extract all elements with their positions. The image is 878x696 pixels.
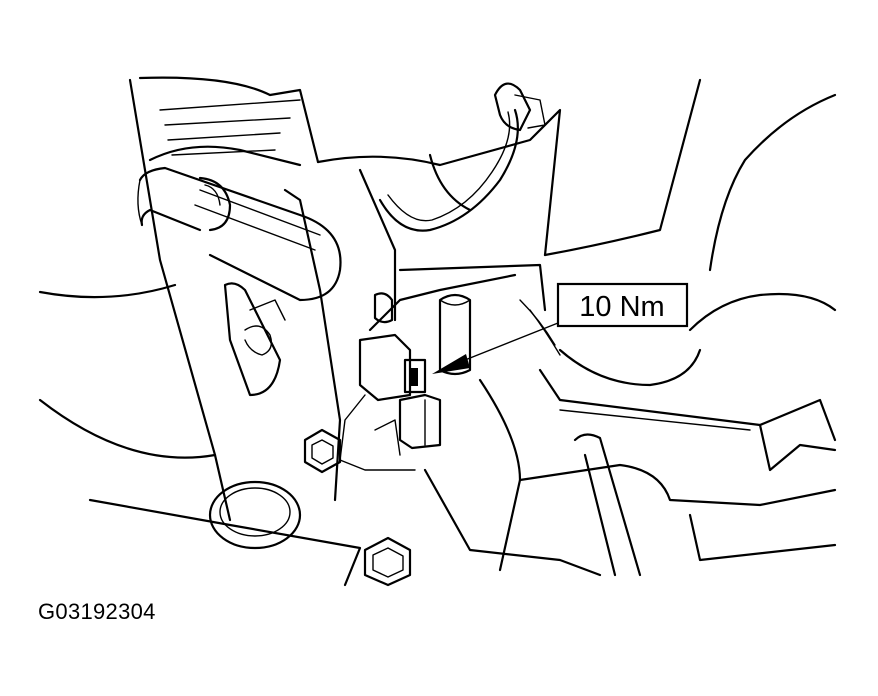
figure-id: G03192304 bbox=[38, 599, 156, 624]
coolant-tube bbox=[137, 166, 342, 302]
left-housing bbox=[38, 76, 342, 522]
central-block bbox=[316, 82, 562, 376]
torque-value-label: 10 Nm bbox=[579, 291, 664, 323]
torque-callout-leader bbox=[432, 322, 559, 374]
torque-callout: 10 Nm bbox=[556, 282, 689, 328]
bolt-heads bbox=[303, 428, 412, 587]
right-structure bbox=[423, 78, 837, 577]
round-boss bbox=[88, 480, 362, 587]
sensor-connector bbox=[339, 333, 442, 471]
arrowhead-icon bbox=[432, 354, 470, 374]
left-bracket bbox=[223, 282, 286, 397]
